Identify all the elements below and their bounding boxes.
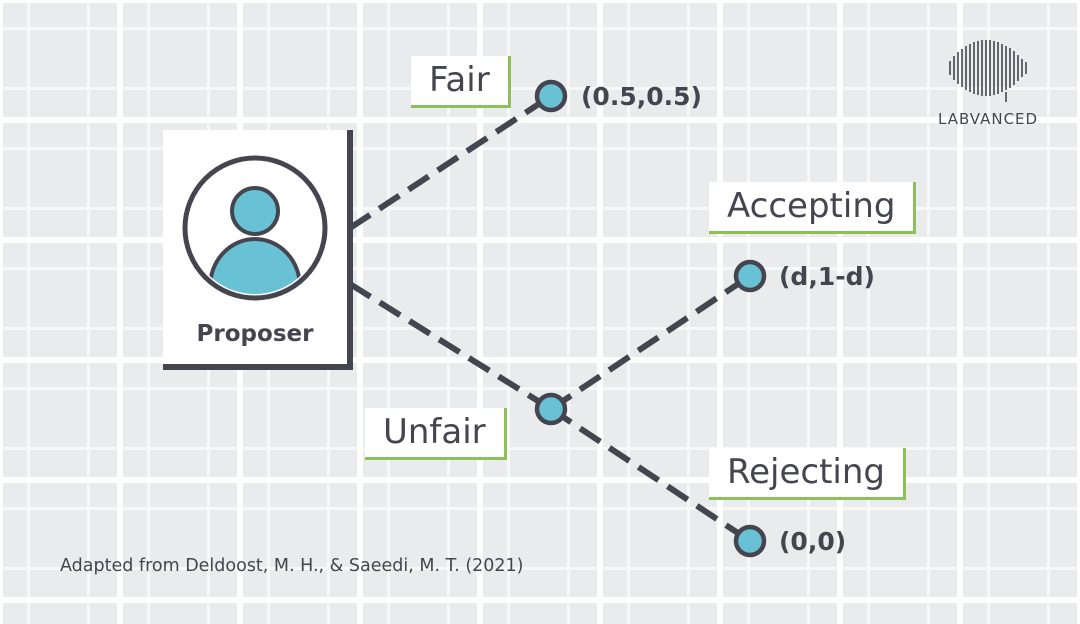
edge-unfair-accepting: [549, 273, 752, 412]
label-fair: Fair: [411, 56, 511, 108]
node-unfair: [534, 392, 568, 426]
citation-text: Adapted from Deldoost, M. H., & Saeedi, …: [60, 556, 524, 576]
payoff-accepting: (d,1-d): [779, 262, 875, 291]
proposer-label: Proposer: [196, 321, 314, 347]
node-fair: [534, 79, 568, 113]
edge-proposer-unfair: [348, 281, 553, 412]
brain-icon: [949, 40, 1027, 102]
node-rejecting: [733, 524, 767, 558]
edge-unfair-rejecting: [549, 406, 752, 544]
node-accepting: [733, 259, 767, 293]
edge-proposer-fair: [348, 93, 553, 231]
proposer-card: Proposer: [163, 130, 353, 370]
label-rejecting: Rejecting: [709, 448, 906, 500]
payoff-fair: (0.5,0.5): [581, 82, 702, 111]
label-unfair: Unfair: [365, 408, 507, 460]
logo-text: LABVANCED: [938, 110, 1039, 128]
label-accepting: Accepting: [709, 182, 917, 234]
payoff-rejecting: (0,0): [779, 527, 846, 556]
user-icon: [182, 155, 328, 301]
